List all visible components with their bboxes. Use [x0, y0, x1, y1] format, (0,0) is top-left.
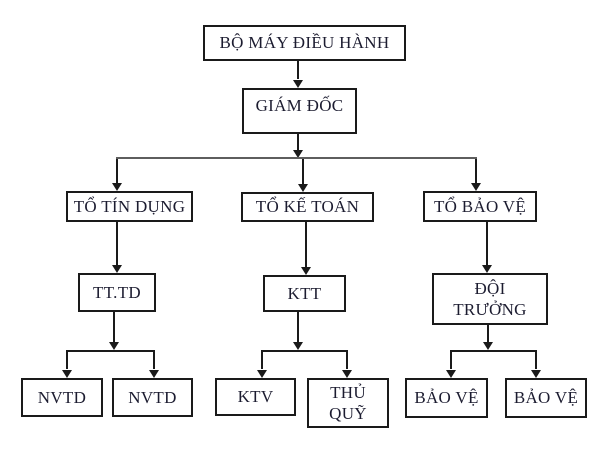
connector-tttd-bus: [113, 312, 115, 342]
node-label: BỘ MÁY ĐIỀU HÀNH: [219, 33, 390, 53]
connector-bus-ktv: [261, 352, 263, 369]
node-nvtd-1: NVTD: [21, 378, 103, 417]
node-doi-truong: ĐỘI TRƯỞNG: [432, 273, 548, 325]
connector-bus-baove1: [450, 352, 452, 369]
connector-bus-nvtd2: [153, 352, 155, 369]
connector-doitruong-bus: [487, 325, 489, 342]
node-label: NVTD: [37, 387, 87, 407]
node-nvtd-2: NVTD: [112, 378, 193, 417]
node-label: BẢO VỆ: [513, 388, 579, 408]
node-bao-ve-1: BẢO VỆ: [405, 378, 488, 418]
node-label: ĐỘI TRƯỞNG: [453, 278, 527, 319]
connector-bus-nvtd1: [66, 352, 68, 369]
arrowhead: [62, 370, 72, 378]
connector-tobaove-doitruong: [486, 222, 488, 266]
node-label: TỔ KẾ TOÁN: [255, 197, 360, 217]
arrowhead: [471, 183, 481, 191]
node-tt-td: TT.TD: [78, 273, 156, 312]
connector-ktt-bus: [297, 312, 299, 342]
bus-doitruong-children: [450, 350, 537, 352]
node-bao-ve-2: BẢO VỆ: [505, 378, 587, 418]
connector-root-giamdoc: [297, 61, 299, 79]
node-to-ke-toan: TỔ KẾ TOÁN: [241, 192, 374, 222]
node-label: KTT: [287, 283, 322, 303]
node-ktv: KTV: [215, 378, 296, 416]
node-bo-may-dieu-hanh: BỘ MÁY ĐIỀU HÀNH: [203, 25, 406, 61]
node-label: NVTD: [128, 387, 177, 407]
arrowhead: [446, 370, 456, 378]
arrowhead: [149, 370, 159, 378]
arrowhead: [531, 370, 541, 378]
node-label: BẢO VỆ: [414, 388, 479, 408]
node-label: KTV: [237, 387, 274, 407]
bus-giamdoc-children: [116, 157, 477, 159]
arrowhead: [112, 183, 122, 191]
arrowhead: [293, 150, 303, 158]
arrowhead: [482, 265, 492, 273]
node-label: THỦ QUỸ: [329, 382, 367, 423]
connector-bus-tobaove: [475, 159, 477, 184]
node-label: TỔ BẢO VỆ: [433, 196, 527, 216]
node-label: GIÁM ĐỐC: [255, 96, 344, 115]
node-label: TT.TD: [93, 282, 141, 302]
arrowhead: [483, 342, 493, 350]
node-to-tin-dung: TỔ TÍN DỤNG: [66, 191, 193, 222]
connector-bus-thuquy: [346, 352, 348, 369]
arrowhead: [293, 80, 303, 88]
connector-bus-totindung: [116, 159, 118, 184]
connector-totindung-tttd: [116, 222, 118, 266]
arrowhead: [342, 370, 352, 378]
connector-bus-toketoan: [302, 159, 304, 185]
node-giam-doc: GIÁM ĐỐC: [242, 88, 357, 134]
arrowhead: [257, 370, 267, 378]
arrowhead: [112, 265, 122, 273]
arrowhead: [109, 342, 119, 350]
node-to-bao-ve: TỔ BẢO VỆ: [423, 191, 537, 222]
connector-toketoan-ktt: [305, 222, 307, 268]
bus-tttd-children: [66, 350, 155, 352]
arrowhead: [298, 184, 308, 192]
bus-ktt-children: [261, 350, 348, 352]
node-thu-quy: THỦ QUỸ: [307, 378, 389, 428]
node-label: TỔ TÍN DỤNG: [73, 196, 186, 216]
arrowhead: [293, 342, 303, 350]
arrowhead: [301, 267, 311, 275]
connector-bus-baove2: [535, 352, 537, 369]
node-ktt: KTT: [263, 275, 346, 312]
connector-giamdoc-bus: [297, 134, 299, 151]
